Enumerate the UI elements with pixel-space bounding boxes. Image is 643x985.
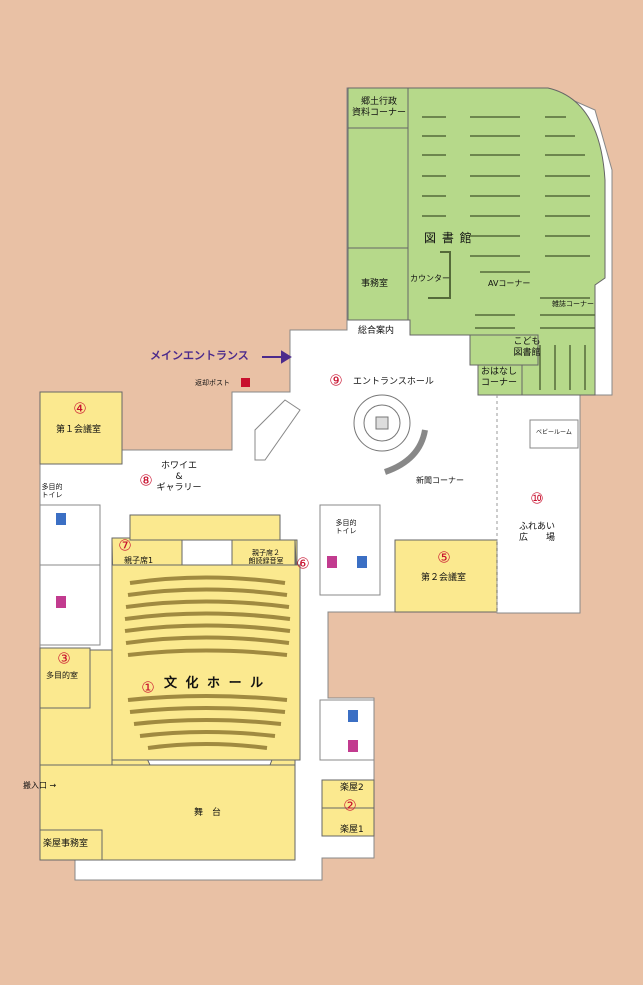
marker-4: ④ (73, 399, 87, 418)
library-label: 図 書 館 (424, 231, 473, 245)
fureai-line2: 広 場 (518, 532, 556, 543)
marker-3: ③ (57, 649, 71, 668)
reception-curve (254, 399, 301, 461)
hall-seats (124, 575, 291, 750)
library-shelves (422, 116, 595, 390)
curved-bench (383, 429, 428, 475)
marker-6: ⑥ (296, 554, 310, 573)
foyer-line2: & (175, 471, 183, 482)
story-line2: コーナー (480, 377, 518, 388)
kids-line2: 図書館 (513, 347, 541, 358)
baby-room-box (529, 419, 579, 449)
entrance-arrow (262, 350, 292, 364)
backstage-office-label: 楽屋事務室 (43, 839, 89, 849)
foyer-label: ホワイエ & ギャラリー (156, 461, 201, 493)
marker-2: ② (343, 796, 357, 815)
story-line1: おはなし (480, 367, 518, 377)
multi-toilet2-line1: 多目的 (335, 519, 357, 527)
kids-line1: こども (513, 337, 541, 347)
return-post-box (241, 378, 250, 387)
multi-toilet-line1: 多目的 (41, 483, 63, 491)
stage-label: 舞 台 (194, 808, 222, 818)
marker-7: ⑦ (118, 536, 132, 555)
marker-5: ⑤ (437, 548, 451, 567)
foyer-line3: ギャラリー (156, 482, 202, 493)
toilet-icons (56, 513, 367, 752)
kyodo-line2: 資料コーナー (351, 107, 407, 118)
multi-toilet2-label: 多目的 トイレ (336, 519, 357, 536)
marker-10: ⑩ (530, 489, 544, 508)
toilet-blocks (39, 504, 381, 761)
oyako2-label: 親子席２ 朗読録音室 (249, 549, 284, 566)
multi-toilet-line2: トイレ (41, 491, 63, 500)
entrance-hall-rings (353, 394, 411, 452)
oyako2-line1: 親子席２ (252, 549, 280, 557)
fureai-line1: ふれあい (518, 522, 556, 532)
main-entrance-label: メインエントランス (150, 349, 249, 362)
counter-label: カウンター (410, 274, 450, 283)
marker-1: ① (141, 678, 155, 697)
multi-toilet2-line2: トイレ (335, 527, 357, 536)
baby-room-label: ベビールーム (536, 429, 572, 436)
story-corner-label: おはなし コーナー (481, 367, 517, 389)
conf1-label: 第１会議室 (56, 425, 102, 435)
dressing2-label: 楽屋2 (340, 783, 364, 793)
loading-label: 搬入口 → (23, 781, 57, 790)
newspaper-label: 新聞コーナー (416, 476, 464, 485)
foyer-line1: ホワイエ (161, 461, 197, 471)
office-label: 事務室 (361, 279, 389, 289)
av-corner-label: AVコーナー (488, 279, 531, 288)
entrance-hall-label: エントランスホール (353, 377, 434, 387)
info-label: 総合案内 (358, 326, 395, 336)
hall-label: 文 化 ホ ー ル (164, 676, 266, 691)
marker-8: ⑧ (139, 471, 153, 490)
library-area (347, 87, 606, 396)
oyako2-line2: 朗読録音室 (248, 557, 284, 566)
oyako1-label: 親子席1 (124, 556, 154, 565)
return-post-label: 返却ポスト (195, 379, 230, 387)
multi-room-label: 多目的室 (46, 671, 78, 680)
kids-library-label: こども 図書館 (513, 337, 540, 359)
fureai-label: ふれあい 広 場 (519, 522, 555, 544)
kyodo-line1: 郷土行政 (360, 97, 398, 107)
counter-desk (428, 251, 451, 299)
conf2-label: 第２会議室 (421, 573, 467, 583)
marker-9: ⑨ (329, 371, 343, 390)
kyodo-label: 郷土行政 資料コーナー (352, 97, 406, 119)
multi-toilet-label: 多目的 トイレ (42, 483, 63, 500)
dressing1-label: 楽屋1 (340, 825, 364, 835)
magazine-label: 雑誌コーナー (552, 300, 594, 308)
